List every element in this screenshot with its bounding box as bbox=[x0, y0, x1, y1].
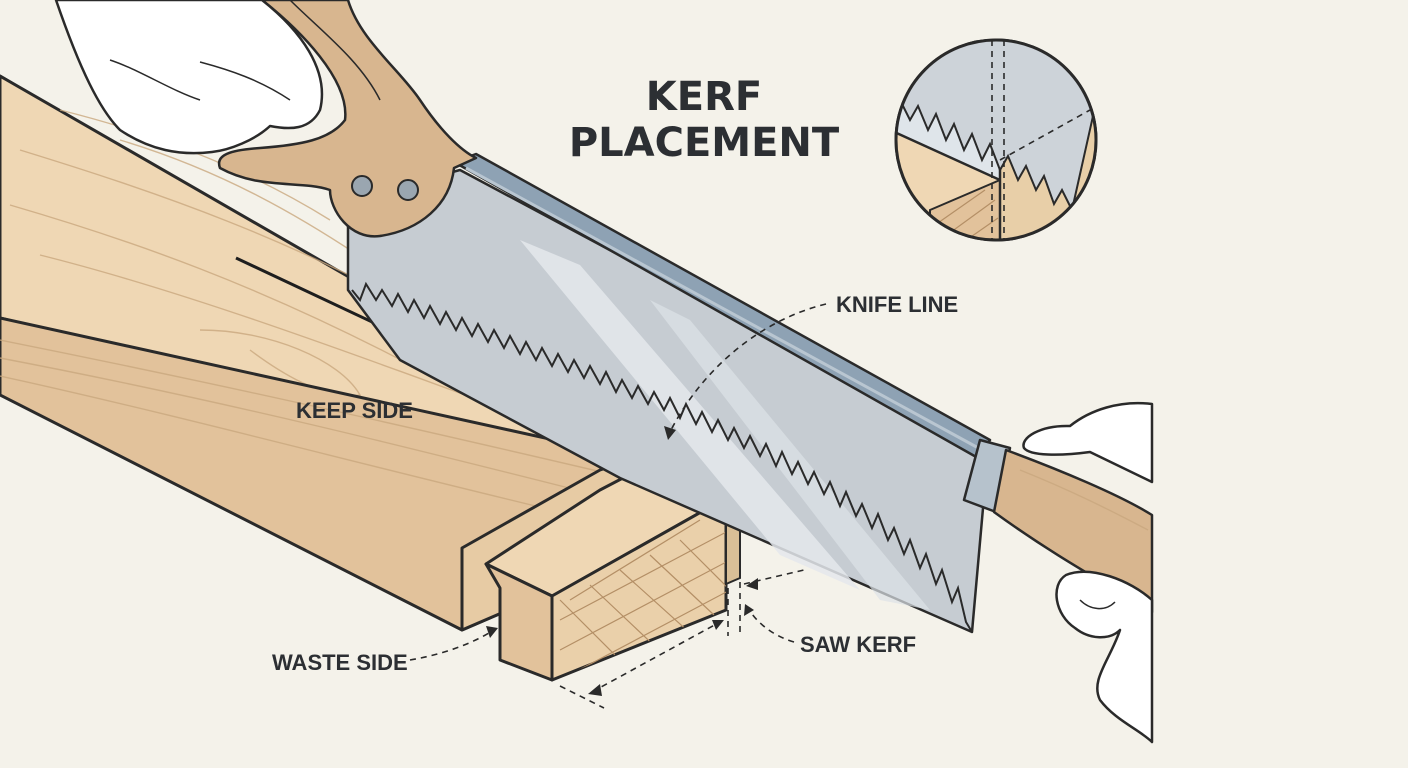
arrow-waste-side bbox=[486, 626, 498, 638]
arrow-saw-kerf bbox=[744, 604, 754, 616]
screw-1 bbox=[351, 175, 373, 197]
saw-teeth-edge bbox=[351, 281, 973, 633]
label-keep-side: KEEP SIDE bbox=[296, 398, 413, 423]
waste-block-end bbox=[550, 496, 728, 682]
end-grain-hatch bbox=[559, 519, 726, 680]
dimension-arrow-right bbox=[712, 620, 724, 630]
screw-2 bbox=[397, 179, 419, 201]
leader-knife-line bbox=[667, 303, 827, 437]
title-line-2: PLACEMENT bbox=[569, 120, 840, 166]
label-saw-kerf: SAW KERF bbox=[800, 632, 916, 657]
backsaw bbox=[217, 0, 1154, 634]
blade-reflection bbox=[520, 240, 860, 590]
leader-waste-side bbox=[409, 629, 495, 661]
label-knife-line: KNIFE LINE bbox=[836, 292, 958, 317]
leader-saw-kerf bbox=[747, 607, 795, 643]
title-line-1: KERF bbox=[646, 74, 762, 120]
waste-block-front bbox=[484, 562, 554, 682]
saw-tote-handle bbox=[217, 0, 478, 238]
dimension-extension bbox=[559, 685, 605, 709]
handle-grain bbox=[1019, 469, 1149, 531]
right-hand bbox=[1022, 401, 1154, 744]
label-waste-side: WASTE SIDE bbox=[272, 650, 408, 675]
spine-highlight bbox=[465, 166, 983, 452]
arrow-knife-line bbox=[664, 426, 676, 440]
left-hand bbox=[54, 0, 324, 155]
dimension-arrow-left bbox=[588, 684, 602, 696]
blade-reflection-2 bbox=[650, 300, 930, 610]
dimension-line bbox=[591, 621, 721, 693]
tote-contour bbox=[289, 0, 381, 101]
kerf-arrow-right bbox=[746, 578, 758, 590]
